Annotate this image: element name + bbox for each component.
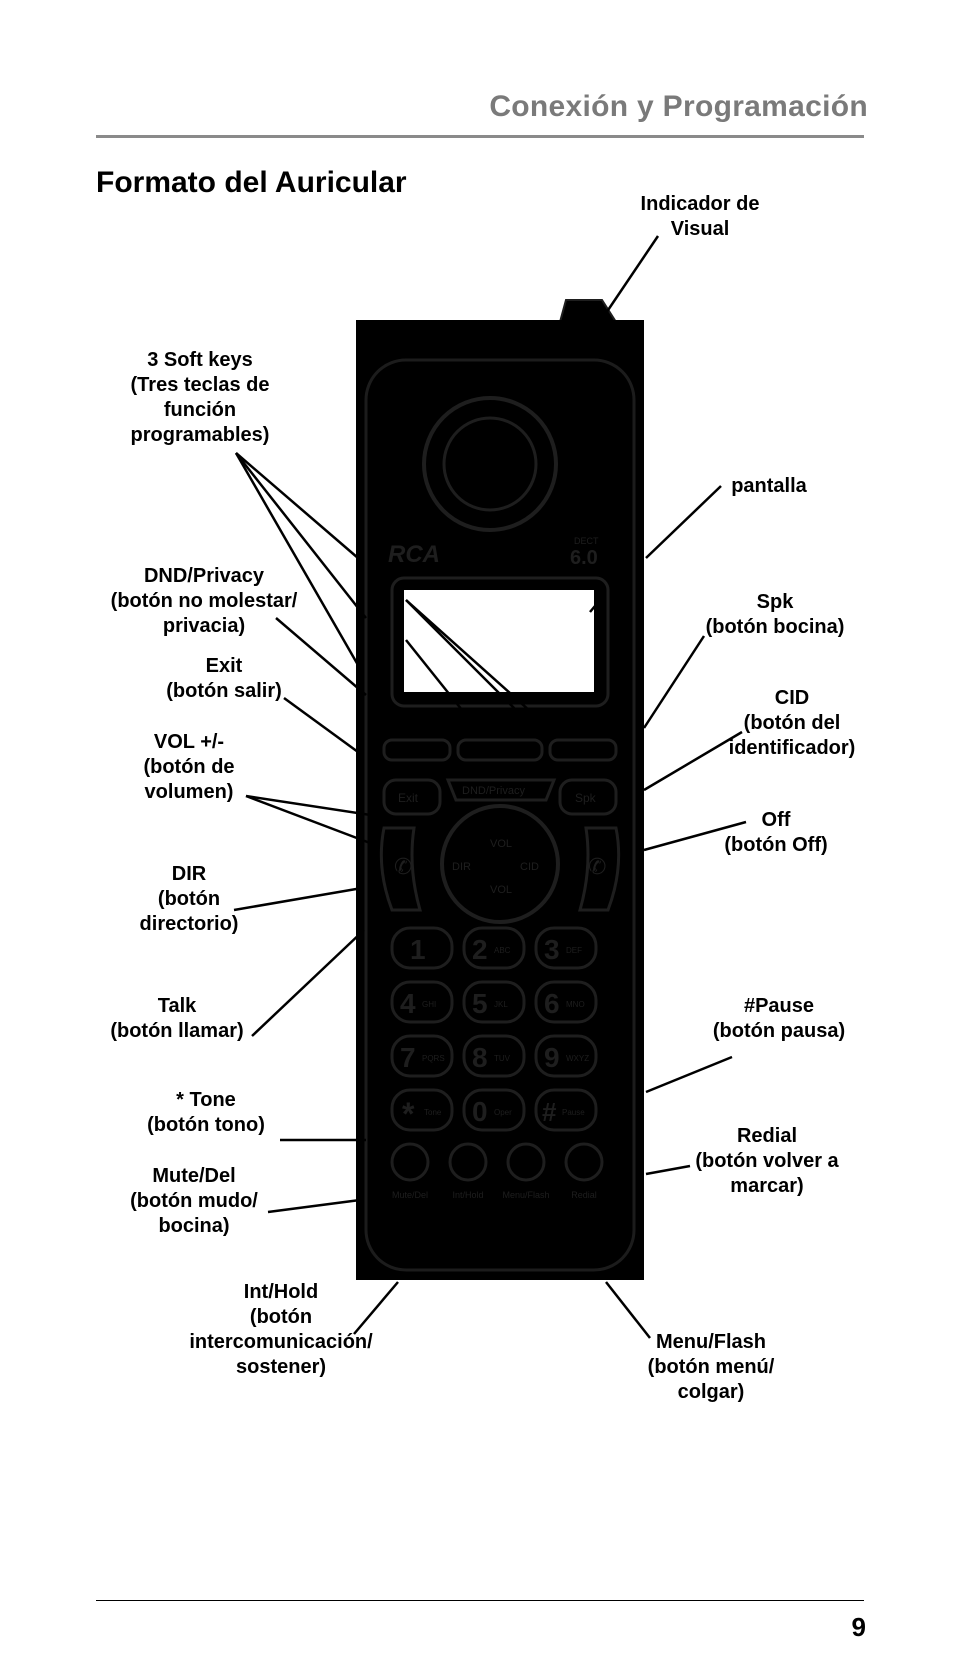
vol-up-label: VOL	[490, 838, 512, 850]
key-4[interactable]	[390, 980, 454, 1024]
key-2[interactable]	[462, 926, 526, 970]
callout-spk: Spk(botón bocina)	[705, 591, 845, 638]
soft-key-left[interactable]	[382, 738, 452, 762]
key-0-digit: 0	[472, 1096, 488, 1127]
model-small: DECT	[574, 536, 599, 546]
mute-del-key-label: Mute/Del	[392, 1190, 428, 1200]
key-1-digit: 1	[410, 934, 426, 965]
key-0[interactable]	[462, 1088, 526, 1132]
redial-key-label: Redial	[571, 1190, 597, 1200]
key-8-letters: TUV	[494, 1054, 511, 1063]
int-hold-key[interactable]	[448, 1142, 488, 1182]
section-title: Formato del Auricular	[96, 166, 407, 199]
key-6-letters: MNO	[566, 1000, 585, 1009]
callout-dnd-privacy: DND/Privacy(botón no molestar/privacia)	[110, 565, 298, 637]
key-7-digit: 7	[400, 1042, 416, 1073]
off-key[interactable]	[578, 826, 621, 912]
leader-lines	[233, 235, 747, 1339]
key-0-label: Oper	[494, 1108, 512, 1117]
callout-exit: Exit(botón salir)	[166, 655, 282, 702]
callout-talk: Talk(botón llamar)	[110, 995, 244, 1042]
page-number: 9	[851, 1612, 866, 1642]
key-5-letters: JKL	[494, 1000, 508, 1009]
key-3-digit: 3	[544, 934, 560, 965]
earpiece	[422, 396, 558, 532]
key-star-symbol: *	[402, 1096, 415, 1132]
key-7[interactable]	[390, 1034, 454, 1078]
menu-flash-key[interactable]	[506, 1142, 546, 1182]
header-title: Conexión y Programación	[489, 90, 868, 123]
key-8[interactable]	[462, 1034, 526, 1078]
key-7-letters: PQRS	[422, 1054, 445, 1063]
redial-key[interactable]	[564, 1142, 604, 1182]
key-5-digit: 5	[472, 988, 488, 1019]
key-5[interactable]	[462, 980, 526, 1024]
key-6-digit: 6	[544, 988, 560, 1019]
key-3-letters: DEF	[566, 946, 582, 955]
soft-key-center[interactable]	[456, 738, 544, 762]
display-screen	[404, 590, 594, 692]
callout-menu-flash: Menu/Flash(botón menú/colgar)	[647, 1331, 775, 1403]
vol-down-label: VOL	[490, 884, 512, 896]
nav-ring[interactable]	[440, 804, 560, 924]
brand-logo: RCA	[388, 541, 440, 568]
key-9[interactable]	[534, 1034, 598, 1078]
talk-icon: ✆	[394, 854, 412, 879]
display	[390, 576, 610, 708]
key-9-digit: 9	[544, 1042, 560, 1073]
key-4-letters: GHI	[422, 1000, 436, 1009]
callout-tone: * Tone(botón tono)	[147, 1089, 265, 1136]
header-rule	[96, 135, 864, 138]
key-hash[interactable]	[534, 1088, 598, 1132]
key-star[interactable]	[390, 1088, 454, 1132]
key-6[interactable]	[534, 980, 598, 1024]
key-8-digit: 8	[472, 1042, 488, 1073]
dir-label: DIR	[452, 861, 471, 873]
cid-label: CID	[520, 861, 539, 873]
mute-del-key[interactable]	[390, 1142, 430, 1182]
footer-rule	[96, 1600, 864, 1601]
key-9-letters: WXYZ	[566, 1054, 589, 1063]
soft-key-right[interactable]	[548, 738, 618, 762]
key-3[interactable]	[534, 926, 598, 970]
off-icon: ✆	[588, 854, 606, 879]
key-2-letters: ABC	[494, 946, 511, 955]
key-2-digit: 2	[472, 934, 488, 965]
key-4-digit: 4	[400, 988, 416, 1019]
dnd-key-label: DND/Privacy	[462, 785, 525, 797]
int-hold-key-label: Int/Hold	[452, 1190, 483, 1200]
callout-mute-del: Mute/Del(botón mudo/bocina)	[130, 1165, 258, 1237]
dnd-key[interactable]	[445, 778, 557, 802]
spk-key[interactable]	[558, 778, 618, 816]
callout-off: Off(botón Off)	[724, 809, 828, 856]
menu-flash-key-label: Menu/Flash	[502, 1190, 549, 1200]
key-hash-label: Pause	[562, 1108, 585, 1117]
exit-key[interactable]	[382, 778, 442, 816]
key-star-label: Tone	[424, 1108, 442, 1117]
spk-key-label: Spk	[575, 791, 597, 805]
exit-key-label: Exit	[398, 791, 419, 805]
key-hash-symbol: #	[542, 1097, 557, 1127]
callout-pause: #Pause(botón pausa)	[712, 995, 846, 1042]
callout-display: pantalla	[731, 475, 807, 497]
talk-key[interactable]	[379, 826, 422, 912]
model-number: 6.0	[570, 547, 598, 569]
key-1[interactable]	[390, 926, 454, 970]
